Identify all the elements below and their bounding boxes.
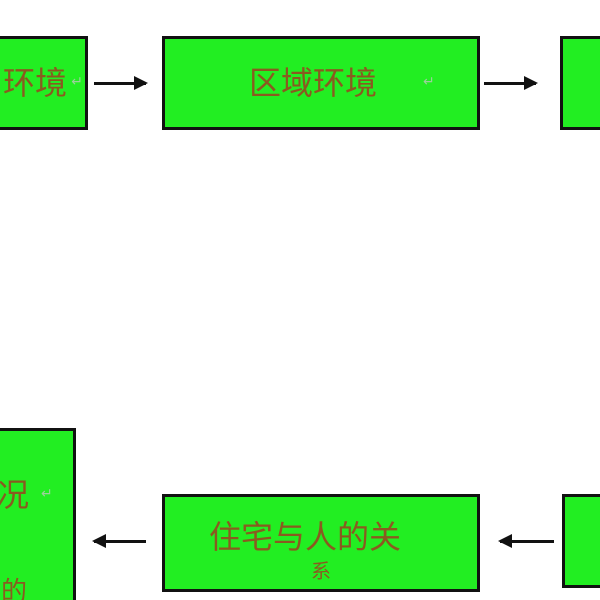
node-bottom-right-partial [562, 494, 600, 588]
arrow-right-2 [484, 76, 538, 90]
node-housing-human-relation: 住宅与人的关 系 [162, 494, 480, 592]
return-mark-icon: ↵ [71, 74, 83, 90]
node-label: 住宅与人的关 [209, 518, 402, 556]
node-label-line2: 系 [311, 559, 331, 583]
return-mark-icon: ↵ [423, 74, 435, 90]
node-environment-partial: 环境 ↵ [0, 36, 88, 130]
node-top-right-partial [560, 36, 600, 130]
arrowhead-right-icon [134, 76, 148, 90]
node-label: 环境 [2, 64, 67, 102]
arrow-right-1 [94, 76, 148, 90]
node-regional-environment: 区域环境 ↵ [162, 36, 480, 130]
return-mark-icon: ↵ [41, 486, 53, 502]
arrow-left-1 [92, 534, 146, 548]
node-situation-partial: 况 ↵ 的 [0, 428, 76, 600]
node-label: 区域环境 [249, 64, 378, 102]
node-label-line2: 的 [1, 577, 28, 600]
arrow-left-2 [498, 534, 554, 548]
arrowhead-left-icon [498, 534, 512, 548]
arrowhead-left-icon [92, 534, 106, 548]
node-label: 况 [0, 476, 30, 514]
arrowhead-right-icon [524, 76, 538, 90]
